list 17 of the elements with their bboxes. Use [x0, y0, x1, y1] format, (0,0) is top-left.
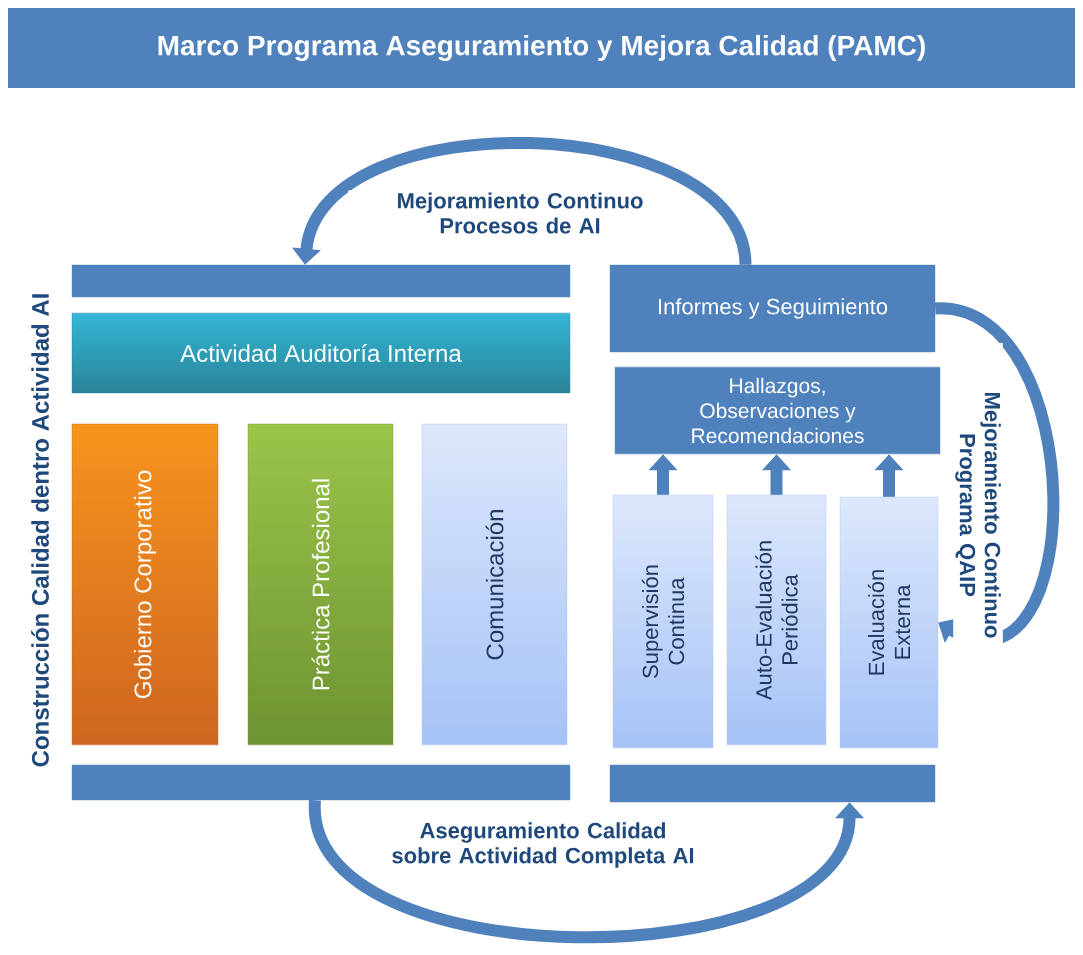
bar	[71, 764, 571, 801]
process-box: Informes y Seguimiento	[609, 264, 936, 353]
process-box: Actividad Auditoría Interna	[71, 312, 571, 394]
bar	[609, 764, 936, 803]
vertical-box: Gobierno Corporativo	[71, 423, 219, 746]
side-label: Construcción Calidad dentro Actividad AI	[31, 294, 49, 767]
edge-label: Aseguramiento Calidad sobre Actividad Completa AI	[392, 822, 694, 868]
process-box: Hallazgos, Observaciones y Recomendaciones	[614, 366, 941, 455]
bar	[71, 264, 571, 298]
vertical-box: Práctica Profesional	[247, 423, 394, 746]
vertical-box: Supervisión Continua	[612, 494, 714, 749]
vertical-box: Comunicación	[421, 423, 568, 746]
edge-label: Mejoramiento Continuo Procesos de AI	[398, 192, 643, 234]
edge-label: Mejoramiento Continuo Programa QAIP	[955, 393, 1001, 638]
title-banner: Marco Programa Aseguramiento y Mejora Calidad (PAMC)	[8, 8, 1075, 88]
vertical-box: Auto-Evaluación Periódica	[726, 494, 827, 746]
vertical-box: Evaluación Externa	[839, 496, 939, 749]
